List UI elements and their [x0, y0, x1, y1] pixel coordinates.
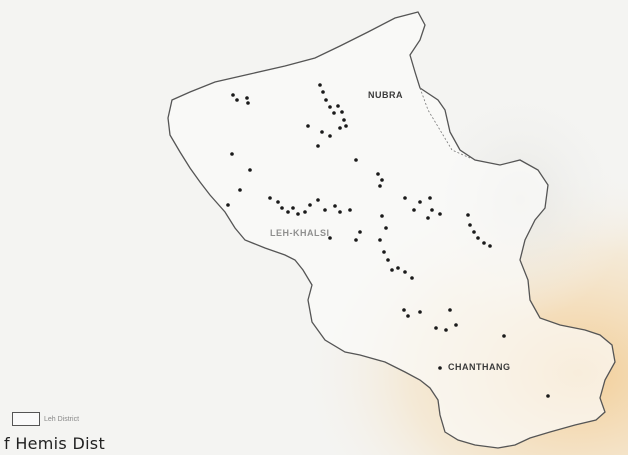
dot-marker-icon: [323, 208, 327, 212]
dot-marker-icon: [382, 250, 386, 254]
dot-marker-icon: [321, 90, 325, 94]
internal-boundary: [419, 87, 471, 159]
dot-marker-icon: [454, 323, 458, 327]
dot-marker-icon: [386, 258, 390, 262]
map-legend: Leh District: [12, 412, 79, 426]
dot-marker-icon: [296, 212, 300, 216]
dot-marker-icon: [488, 244, 492, 248]
dot-marker-icon: [434, 326, 438, 330]
dot-marker-icon: [320, 130, 324, 134]
dot-marker-icon: [303, 210, 307, 214]
dot-marker-icon: [318, 83, 322, 87]
settlement-markers: [226, 83, 550, 398]
dot-marker-icon: [308, 203, 312, 207]
legend-box-icon: [12, 412, 40, 426]
dot-marker-icon: [358, 230, 362, 234]
dot-marker-icon: [235, 98, 239, 102]
dot-marker-icon: [410, 276, 414, 280]
dot-marker-icon: [328, 236, 332, 240]
figure-caption: f Hemis Dist: [4, 434, 106, 453]
dot-marker-icon: [466, 213, 470, 217]
dot-marker-icon: [428, 196, 432, 200]
dot-marker-icon: [338, 210, 342, 214]
dot-marker-icon: [444, 328, 448, 332]
dot-marker-icon: [438, 212, 442, 216]
dot-marker-icon: [324, 98, 328, 102]
dot-marker-icon: [438, 366, 442, 370]
dot-marker-icon: [426, 216, 430, 220]
dot-marker-icon: [406, 314, 410, 318]
dot-marker-icon: [468, 223, 472, 227]
dot-marker-icon: [380, 178, 384, 182]
dot-marker-icon: [280, 206, 284, 210]
region-label-changthang: CHANTHANG: [448, 362, 511, 372]
dot-marker-icon: [354, 158, 358, 162]
dot-marker-icon: [291, 206, 295, 210]
dot-marker-icon: [546, 394, 550, 398]
dot-marker-icon: [412, 208, 416, 212]
region-label-central: LEH-KHALSI: [270, 228, 330, 238]
dot-marker-icon: [226, 203, 230, 207]
dot-marker-icon: [316, 198, 320, 202]
dot-marker-icon: [418, 200, 422, 204]
dot-marker-icon: [245, 96, 249, 100]
dot-marker-icon: [344, 124, 348, 128]
dot-marker-icon: [268, 196, 272, 200]
dot-marker-icon: [332, 111, 336, 115]
dot-marker-icon: [430, 208, 434, 212]
dot-marker-icon: [378, 184, 382, 188]
dot-marker-icon: [376, 172, 380, 176]
dot-marker-icon: [348, 208, 352, 212]
dot-marker-icon: [248, 168, 252, 172]
dot-marker-icon: [328, 105, 332, 109]
dot-marker-icon: [342, 118, 346, 122]
dot-marker-icon: [476, 236, 480, 240]
dot-marker-icon: [402, 308, 406, 312]
dot-marker-icon: [384, 226, 388, 230]
dot-marker-icon: [380, 214, 384, 218]
dot-marker-icon: [390, 268, 394, 272]
dot-marker-icon: [333, 204, 337, 208]
dot-marker-icon: [403, 196, 407, 200]
dot-marker-icon: [306, 124, 310, 128]
dot-marker-icon: [448, 308, 452, 312]
dot-marker-icon: [502, 334, 506, 338]
dot-marker-icon: [378, 238, 382, 242]
region-label-nubra: NUBRA: [368, 90, 403, 100]
dot-marker-icon: [231, 93, 235, 97]
dot-marker-icon: [403, 270, 407, 274]
dot-marker-icon: [238, 188, 242, 192]
dot-marker-icon: [418, 310, 422, 314]
dot-marker-icon: [396, 266, 400, 270]
legend-label: Leh District: [44, 415, 80, 423]
dot-marker-icon: [472, 230, 476, 234]
dot-marker-icon: [354, 238, 358, 242]
dot-marker-icon: [316, 144, 320, 148]
dot-marker-icon: [286, 210, 290, 214]
dot-marker-icon: [340, 110, 344, 114]
district-boundary: [167, 11, 616, 449]
dot-marker-icon: [336, 104, 340, 108]
dot-marker-icon: [230, 152, 234, 156]
dot-marker-icon: [246, 101, 250, 105]
dot-marker-icon: [482, 241, 486, 245]
dot-marker-icon: [338, 126, 342, 130]
dot-marker-icon: [328, 134, 332, 138]
dot-marker-icon: [276, 200, 280, 204]
